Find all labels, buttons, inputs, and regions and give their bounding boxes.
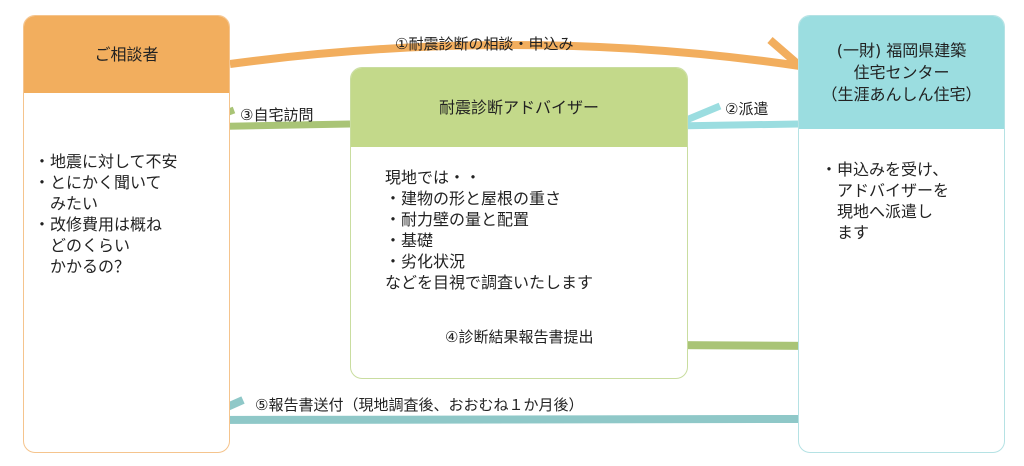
arrow-5-label: ⑤報告書送付（現地調査後、おおむね１か月後） — [255, 396, 584, 414]
housing-center-box: (一財) 福岡県建築 住宅センター （生涯あんしん住宅） ・申込みを受け、 アド… — [798, 15, 1005, 453]
arrow-1-label: ①耐震診断の相談・申込み — [395, 35, 574, 53]
advisor-box: 耐震診断アドバイザー 現地では・・ ・建物の形と屋根の重さ ・耐力壁の量と配置 … — [350, 67, 688, 379]
arrow-1-application — [229, 36, 813, 72]
housing-center-role: ・申込みを受け、 アドバイザーを 現地へ派遣し ます — [821, 160, 950, 242]
consultant-concerns: ・地震に対して不安 ・とにかく聞いて みたい ・改修費用は概ね どのくらい かか… — [34, 152, 178, 276]
arrow-4-label: ④診断結果報告書提出 — [445, 328, 594, 346]
consultant-box: ご相談者 ・地震に対して不安 ・とにかく聞いて みたい ・改修費用は概ね どのく… — [23, 15, 230, 453]
arrow-2-label: ②派遣 — [725, 100, 769, 118]
advisor-inspection-items: 現地では・・ ・建物の形と屋根の重さ ・耐力壁の量と配置 ・基礎 ・劣化状況 な… — [385, 168, 594, 292]
advisor-title: 耐震診断アドバイザー — [351, 68, 687, 147]
arrow-3-label: ③自宅訪問 — [240, 106, 314, 124]
housing-center-title: (一財) 福岡県建築 住宅センター （生涯あんしん住宅） — [799, 16, 1004, 129]
consultant-title: ご相談者 — [24, 16, 229, 93]
